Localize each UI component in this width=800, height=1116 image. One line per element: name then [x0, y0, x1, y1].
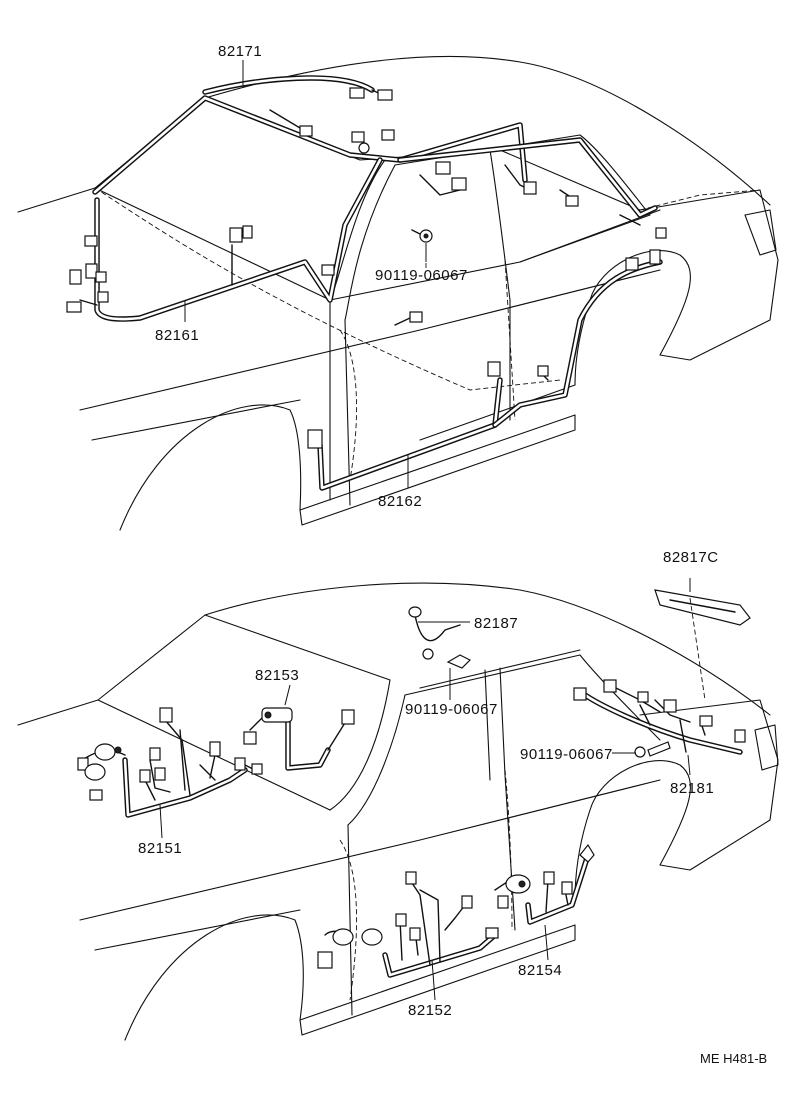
label-82171: 82171	[218, 43, 262, 60]
label-82153: 82153	[255, 667, 299, 684]
lower-car-body	[17, 582, 779, 1041]
label-82154: 82154	[518, 962, 562, 979]
upper-labels: 82171 82161 82162 90119-06067	[155, 43, 468, 510]
upper-clip-bolt	[411, 229, 433, 262]
lower-harnesses	[79, 614, 743, 978]
upper-harnesses	[79, 75, 663, 491]
lower-labels: 82153 82187 90119-06067 82817C 90119-060…	[138, 549, 767, 1066]
upper-leaders	[184, 60, 427, 488]
label-82152: 82152	[408, 1002, 452, 1019]
label-82161: 82161	[155, 327, 199, 344]
label-90119-06067-lower: 90119-06067	[405, 701, 498, 718]
label-82162: 82162	[378, 493, 422, 510]
label-90119-06067-upper: 90119-06067	[375, 267, 468, 284]
label-82151: 82151	[138, 840, 182, 857]
label-90119-06067-rear: 90119-06067	[520, 746, 613, 763]
label-82187: 82187	[474, 615, 518, 632]
upper-connectors	[66, 87, 667, 449]
reference-code: ME H481-B	[700, 1051, 767, 1066]
lower-leaders	[159, 578, 706, 1001]
label-82181: 82181	[670, 780, 714, 797]
lower-connectors	[77, 589, 751, 969]
label-82817C: 82817C	[663, 549, 719, 566]
